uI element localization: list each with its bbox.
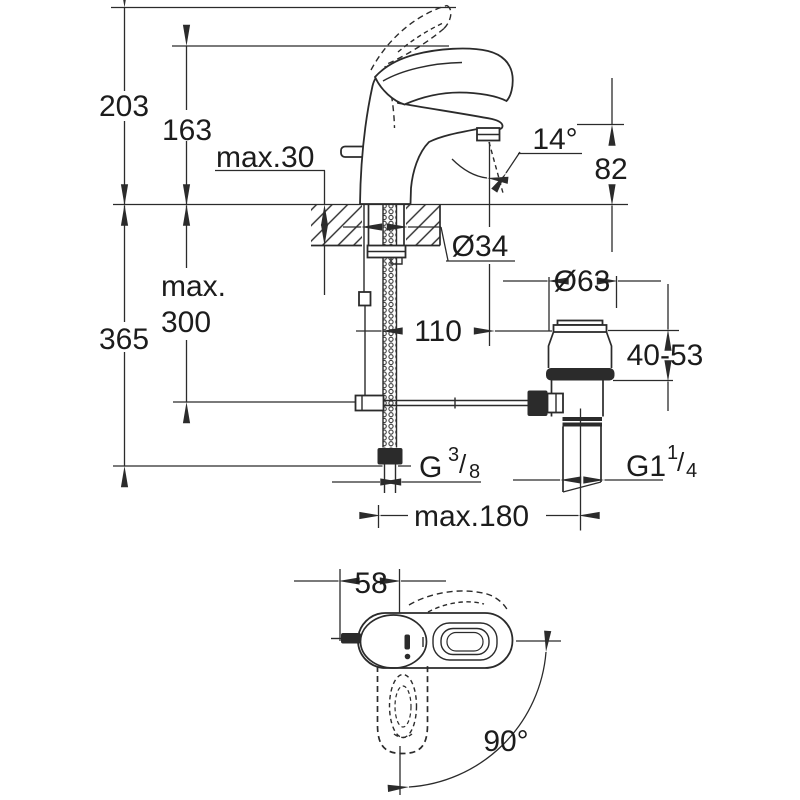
waste-cone [547,331,613,368]
waste-thread-sup: 1 [667,442,678,464]
supply-thread-slash: / [459,449,467,479]
waste-thread-g: G1 [626,450,666,483]
dim-hose-drop: 365 [99,184,149,488]
waste-seal-ring [546,368,615,381]
dim-waste-thread: G1 1 / 4 [513,442,697,484]
dim-spout-projection-label: 110 [414,315,462,348]
dim-basin-clamp-label: 40-53 [627,339,704,372]
deck-hatch-left [311,204,362,246]
dim-reach-label: max.180 [414,500,529,533]
dim-body-height-label: 163 [162,114,212,147]
side-view: 203 163 max.30 82 14° [99,0,703,533]
waste-nut-band1 [562,417,602,421]
hose-braid-texture [383,205,397,448]
waste-rod-knob [527,390,548,416]
dim-swivel-angle: 90° [387,630,561,795]
dim-popup-drop-label2: 300 [161,306,211,339]
popup-horizontal-rod [383,397,528,409]
supply-thread-sub: 8 [469,461,480,483]
popup-clevis [354,394,385,412]
lever-handle-raised-phantom [370,4,452,71]
plan-lever-raised-phantom [408,590,510,613]
dim-total-height-label: 203 [99,90,149,123]
top-view: 58 [294,567,561,795]
popup-linkage [340,145,528,412]
waste-rod-socket [546,392,564,414]
dim-spout-projection: 110 [356,315,552,348]
dim-body-height: 163 [162,24,212,226]
dim-waste-flange: Ø63 [503,265,661,331]
dim-hose-drop-label: 365 [99,323,149,356]
waste-thread-sub: 4 [686,460,697,482]
waste-tailpipe [562,426,602,492]
waste-nut-band2 [562,422,602,427]
countertop-section [311,204,441,247]
dim-mount-hole-label: Ø34 [452,230,509,263]
waste-thread-slash: / [677,447,685,477]
dim-popup-drop-label1: max. [161,270,226,303]
dim-spout-height: 82 [594,78,628,252]
mounting-nut [366,244,407,265]
lever-crease [382,61,463,82]
supply-pipe-end [383,464,397,493]
plan-center-mark [404,634,410,650]
plan-popup-knob [341,633,361,644]
dim-total-height: 203 [99,0,149,226]
dim-deck-thickness: max.30 [215,141,329,295]
mount-hole-walls [367,205,405,245]
supply-thread-g: G [419,451,442,484]
waste-plug-lip [552,324,608,333]
dim-basin-clamp: 40-53 [608,284,703,411]
plan-center-dot [404,653,411,660]
dim-waste-flange-label: Ø63 [554,265,611,298]
dim-lever-offset-label: 58 [354,567,387,600]
dim-spout-height-label: 82 [594,153,627,186]
dim-spray-angle-label: 14° [532,123,577,156]
dim-deck-thickness-label: max.30 [216,141,314,174]
supply-thread-sup: 3 [448,444,459,466]
popup-rod-coupler [358,291,372,307]
body-spout-outline [359,71,504,205]
popup-waste-assembly [527,319,615,531]
dim-lever-offset: 58 [294,567,446,641]
lever-outline [373,47,514,106]
deck-hatch-right [406,204,440,246]
dim-reach: max.180 [359,500,600,533]
hose-g38-nut [377,448,403,465]
dim-spray-angle: 14° [451,123,582,194]
dim-mount-hole: Ø34 [343,223,515,263]
dim-supply-thread: G 3 / 8 [332,444,481,486]
lever-handle [373,47,514,106]
dim-popup-drop: max. 300 [161,184,226,424]
dim-swivel-angle-label: 90° [483,725,528,758]
